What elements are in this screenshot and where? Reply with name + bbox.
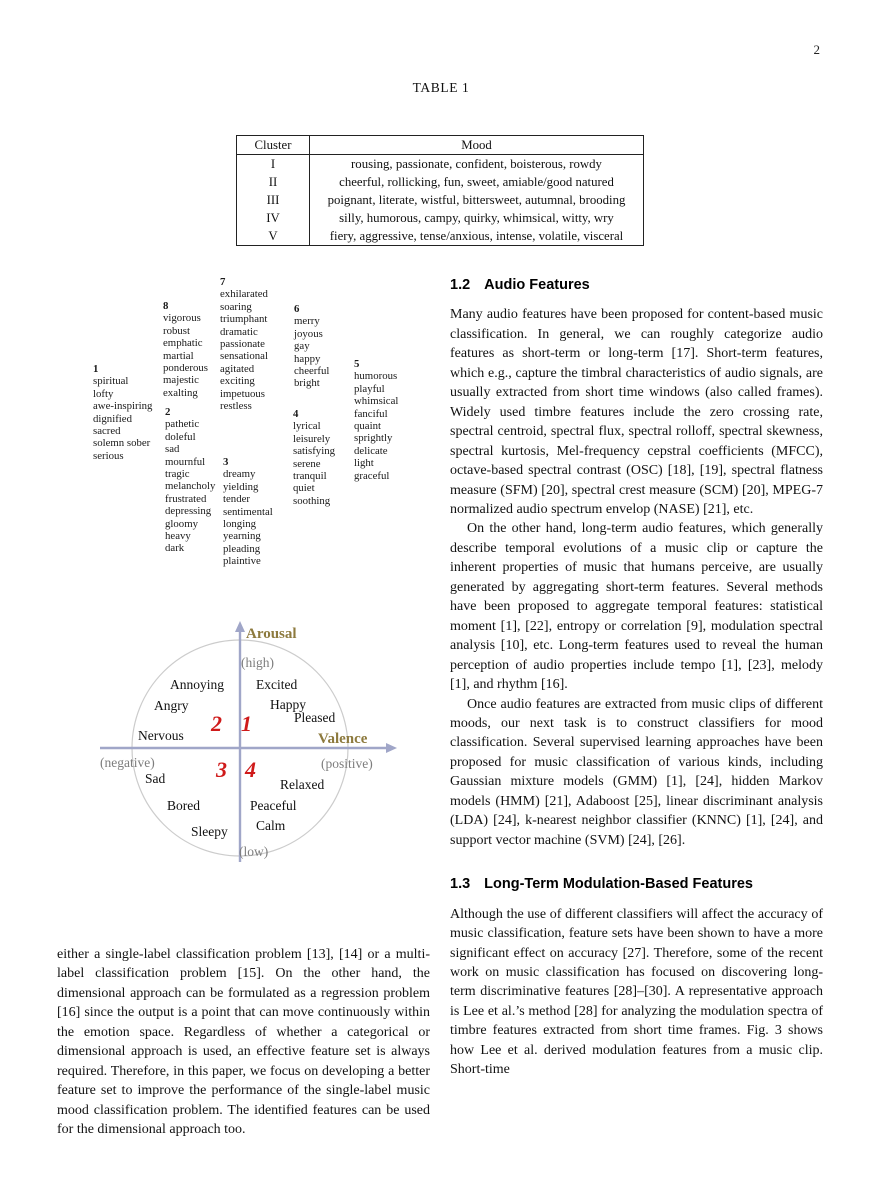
section-title: Long-Term Modulation-Based Features (484, 876, 753, 893)
hevner-group-number: 2 (165, 406, 171, 418)
cell-mood: silly, humorous, campy, quirky, whimsica… (309, 209, 644, 227)
table-row: V fiery, aggressive, tense/anxious, inte… (236, 227, 644, 246)
va-word-relaxed: Relaxed (280, 777, 325, 792)
hevner-group-1: 1 spiritual lofty awe-inspiring dignifie… (93, 363, 152, 462)
hevner-group-number: 7 (220, 276, 226, 288)
low-label: (low) (239, 844, 269, 859)
valence-arrowhead (386, 743, 397, 753)
cell-cluster: III (236, 191, 310, 209)
mood-cluster-table: Cluster Mood I rousing, passionate, conf… (236, 135, 644, 246)
cell-cluster: I (236, 154, 310, 173)
hevner-group-words: pathetic doleful sad mournful tragic mel… (165, 418, 216, 555)
arousal-axis-label: Arousal (246, 626, 297, 642)
table-row: I rousing, passionate, confident, boiste… (236, 154, 644, 173)
cell-mood: cheerful, rollicking, fun, sweet, amiabl… (309, 173, 644, 191)
hevner-group-7: 7 exhilarated soaring triumphant dramati… (220, 276, 268, 412)
va-word-peaceful: Peaceful (250, 798, 297, 813)
hevner-group-number: 4 (293, 408, 299, 420)
high-label: (high) (241, 655, 274, 670)
section-1-2-paragraph-3: Once audio features are extracted from m… (450, 696, 823, 848)
va-word-sleepy: Sleepy (191, 824, 228, 839)
va-word-annoying: Annoying (170, 677, 224, 692)
arousal-arrowhead (235, 621, 245, 632)
va-word-calm: Calm (256, 818, 286, 833)
va-word-sad: Sad (145, 771, 166, 786)
va-word-bored: Bored (167, 798, 200, 813)
cell-mood: rousing, passionate, confident, boistero… (309, 154, 644, 173)
table-row: II cheerful, rollicking, fun, sweet, ami… (236, 173, 644, 191)
hevner-group-words: humorous playful whimsical fanciful quai… (354, 370, 399, 482)
hevner-group-number: 6 (294, 303, 300, 315)
hevner-group-number: 1 (93, 363, 99, 375)
section-1-3-paragraph-1: Although the use of different classifier… (450, 906, 823, 1078)
section-1-2-paragraph-2: On the other hand, long-term audio featu… (450, 521, 823, 693)
va-word-excited: Excited (256, 677, 298, 692)
hevner-group-4: 4 lyrical leisurely satisfying serene tr… (293, 408, 335, 507)
hevner-group-5: 5 humorous playful whimsical fanciful qu… (354, 358, 398, 482)
hevner-group-8: 8 vigorous robust emphatic martial ponde… (163, 300, 208, 399)
quadrant-4-label: 4 (245, 757, 256, 782)
right-column: 1.2 Audio Features Many audio features ha… (450, 276, 823, 1080)
table-row: IV silly, humorous, campy, quirky, whims… (236, 209, 644, 227)
cell-mood: fiery, aggressive, tense/anxious, intens… (309, 227, 644, 246)
table-row: III poignant, literate, wistful, bitters… (236, 191, 644, 209)
cell-cluster: IV (236, 209, 310, 227)
page-number: 2 (813, 42, 821, 57)
va-word-happy: Happy (270, 697, 306, 712)
hevner-group-words: exhilarated soaring triumphant dramatic … (220, 288, 268, 413)
table-header-row: Cluster Mood (236, 135, 644, 155)
cell-mood: poignant, literate, wistful, bittersweet… (309, 191, 644, 209)
va-word-pleased: Pleased (294, 710, 336, 725)
left-column-paragraph: either a single-label classification pro… (57, 947, 430, 1138)
valence-axis-label: Valence (318, 731, 368, 747)
hevner-group-number: 5 (354, 358, 360, 370)
negative-label: (negative) (100, 755, 155, 770)
quadrant-1-label: 1 (241, 711, 252, 736)
section-title: Audio Features (484, 277, 590, 293)
table-header-cluster: Cluster (236, 135, 310, 155)
section-number: 1.3 (450, 876, 471, 893)
hevner-group-6: 6 merry joyous gay happy cheerful bright (294, 303, 329, 390)
section-1-3-heading: 1.3 Long-Term Modulation-Based Features (450, 875, 823, 894)
quadrant-2-label: 2 (211, 711, 222, 736)
hevner-group-words: vigorous robust emphatic martial pondero… (163, 312, 208, 399)
hevner-group-number: 8 (163, 300, 169, 312)
hevner-group-3: 3 dreamy yielding tender sentimental lon… (223, 456, 273, 568)
va-word-nervous: Nervous (138, 728, 184, 743)
section-1-2-paragraph-1: Many audio features have been proposed f… (450, 307, 823, 517)
hevner-group-words: merry joyous gay happy cheerful bright (294, 315, 330, 390)
section-1-2-heading: 1.2 Audio Features (450, 276, 823, 295)
hevner-group-words: dreamy yielding tender sentimental longi… (223, 468, 273, 568)
hevner-group-words: spiritual lofty awe-inspiring dignified … (93, 375, 153, 462)
left-column: either a single-label classification pro… (57, 945, 430, 1140)
va-word-angry: Angry (154, 698, 189, 713)
cell-cluster: V (236, 227, 310, 246)
table-header-mood: Mood (309, 135, 644, 155)
section-number: 1.2 (450, 277, 471, 293)
table1-caption: TABLE 1 (412, 80, 470, 95)
va-axes-svg (100, 621, 397, 862)
quadrant-3-label: 3 (216, 757, 227, 782)
hevner-group-words: lyrical leisurely satisfying serene tran… (293, 420, 335, 507)
hevner-group-2: 2 pathetic doleful sad mournful tragic m… (165, 406, 215, 555)
cell-cluster: II (236, 173, 310, 191)
positive-label: (positive) (321, 756, 373, 771)
hevner-group-number: 3 (223, 456, 229, 468)
